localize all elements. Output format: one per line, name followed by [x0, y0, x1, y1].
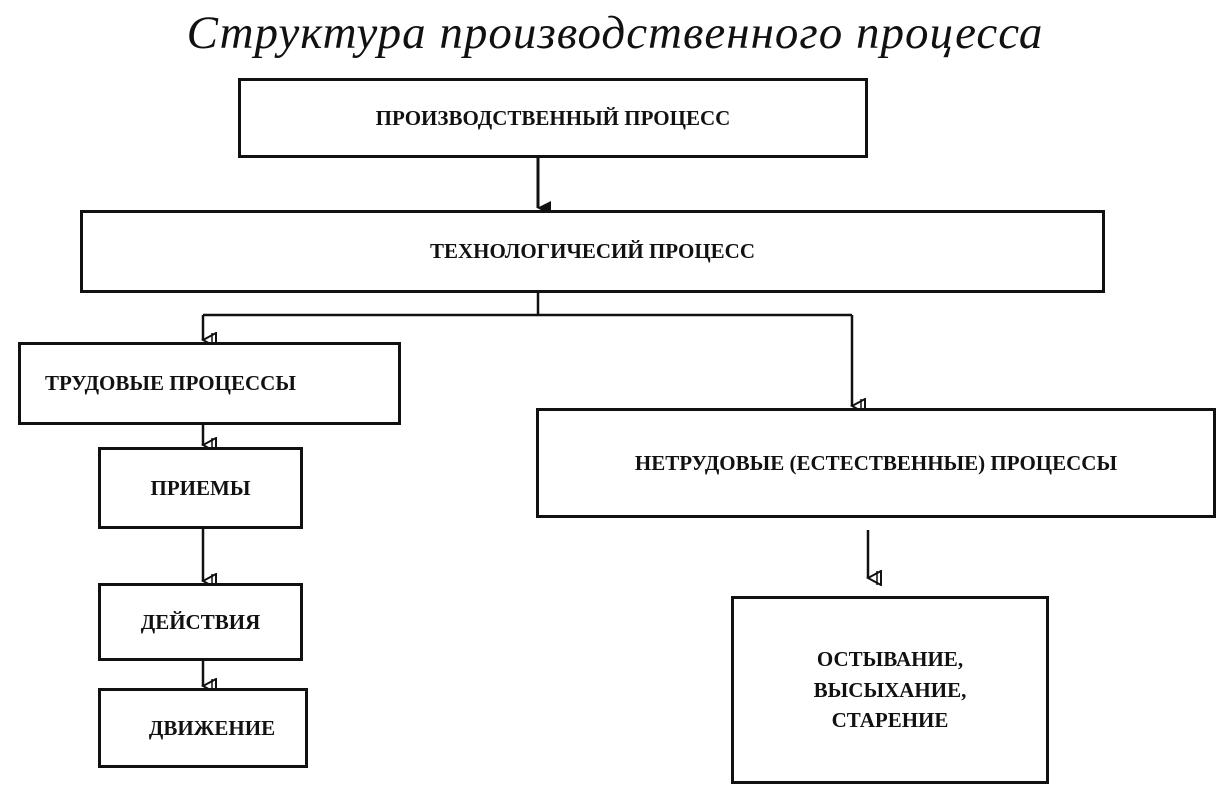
node-production-process-label: ПРОИЗВОДСТВЕННЫЙ ПРОЦЕСС [375, 105, 731, 130]
node-technological-process-label: ТЕХНОЛОГИЧЕСИЙ ПРОЦЕСС [429, 239, 756, 264]
node-techniques: ПРИЕМЫ [98, 447, 303, 529]
natural-results-list: ОСТЫВАНИЕ, ВЫСЫХАНИЕ, СТАРЕНИЕ [814, 644, 967, 735]
node-non-labor-processes-label: НЕТРУДОВЫЕ (ЕСТЕСТВЕННЫЕ) ПРОЦЕССЫ [634, 450, 1118, 475]
node-labor-processes: ТРУДОВЫЕ ПРОЦЕССЫ [18, 342, 401, 425]
node-non-labor-processes: НЕТРУДОВЫЕ (ЕСТЕСТВЕННЫЕ) ПРОЦЕССЫ [536, 408, 1216, 518]
node-production-process: ПРОИЗВОДСТВЕННЫЙ ПРОЦЕСС [238, 78, 868, 158]
node-natural-results: ОСТЫВАНИЕ, ВЫСЫХАНИЕ, СТАРЕНИЕ [731, 596, 1049, 784]
node-actions: ДЕЙСТВИЯ [98, 583, 303, 661]
node-techniques-label: ПРИЕМЫ [150, 475, 251, 500]
natural-result-cooling: ОСТЫВАНИЕ, [816, 647, 964, 672]
natural-result-drying: ВЫСЫХАНИЕ, [813, 677, 967, 702]
node-movement-label: ДВИЖЕНИЕ [148, 715, 276, 740]
diagram-title: Структура производственного процесса [186, 7, 1044, 59]
node-labor-processes-label: ТРУДОВЫЕ ПРОЦЕССЫ [45, 371, 296, 396]
node-actions-label: ДЕЙСТВИЯ [140, 609, 261, 634]
natural-result-aging: СТАРЕНИЕ [831, 708, 949, 733]
node-movement: ДВИЖЕНИЕ [98, 688, 308, 768]
node-technological-process: ТЕХНОЛОГИЧЕСИЙ ПРОЦЕСС [80, 210, 1105, 293]
